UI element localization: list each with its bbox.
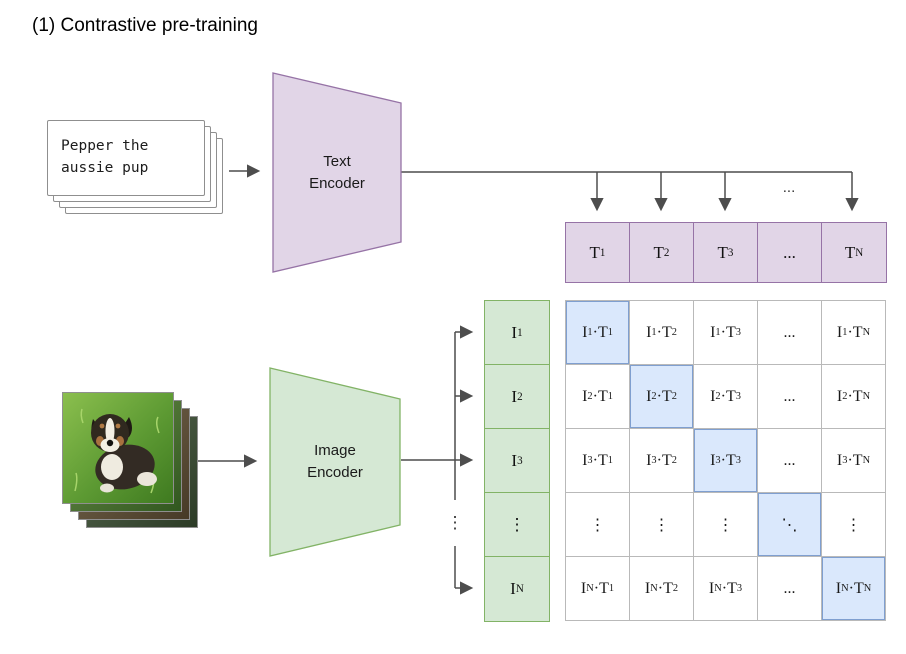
puppy-photo (62, 392, 174, 504)
text-arrows-ellipsis: ... (782, 179, 796, 196)
matrix-cell: ... (758, 429, 822, 493)
image-input-stack (62, 392, 202, 532)
text-encoder-shape (272, 72, 402, 273)
image-encoder-shape (269, 367, 401, 557)
text-input-stack: Pepper the aussie pup (47, 120, 232, 218)
page-title: (1) Contrastive pre-training (32, 15, 258, 36)
image-branch-ellipsis: ⋮ (446, 513, 464, 532)
text-encoder-label: Text Encoder (272, 71, 402, 274)
matrix-cell: ... (758, 557, 822, 621)
matrix-cell-diagonal: ⋱ (758, 493, 822, 557)
image-encoder-label-line1: Image (314, 442, 356, 460)
image-encoder-label-line2: Encoder (307, 464, 363, 481)
text-input-card: Pepper the aussie pup (47, 120, 205, 196)
text-input-line-2: aussie pup (61, 160, 149, 177)
text-embedding-ellipsis: ... (758, 223, 822, 282)
matrix-cell: ⋮ (566, 493, 630, 557)
dog-figure (91, 414, 157, 493)
image-embedding-ellipsis: ⋮ (485, 493, 549, 557)
matrix-cell: ... (758, 301, 822, 365)
text-encoder-label-line2: Encoder (309, 174, 365, 192)
puppy-photo-illustration (63, 393, 173, 503)
matrix-cell: ⋮ (630, 493, 694, 557)
matrix-cell: ⋮ (694, 493, 758, 557)
text-encoder-label-line1: Text (323, 152, 351, 170)
image-encoder-label: Image Encoder (268, 366, 402, 558)
matrix-cell: ... (758, 365, 822, 429)
matrix-cell: ⋮ (822, 493, 886, 557)
text-encoder: Text Encoder (272, 71, 402, 274)
image-encoder: Image Encoder (268, 366, 402, 558)
text-input-line-1: Pepper the (61, 138, 149, 154)
